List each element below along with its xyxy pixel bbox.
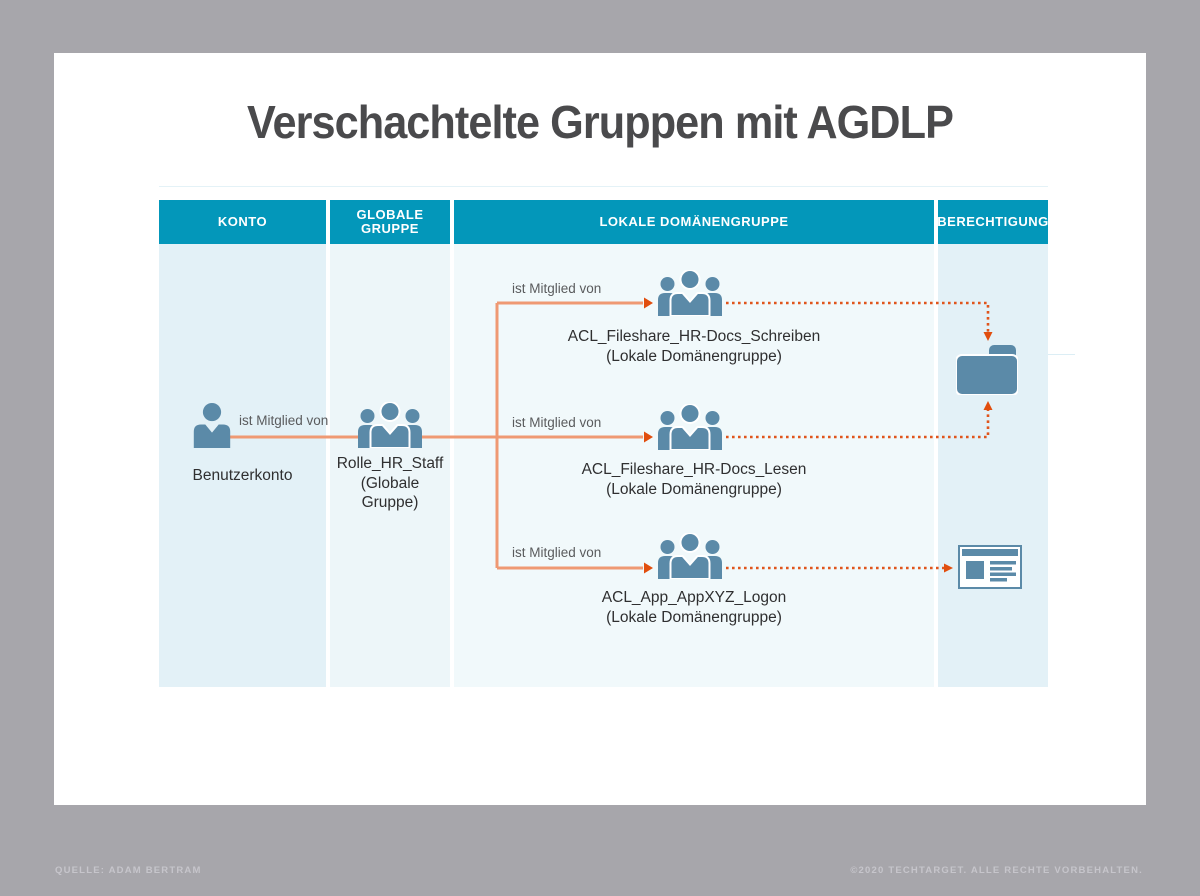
node-label-rolle: Rolle_HR_Staff (Globale Gruppe) — [330, 454, 450, 513]
page-title: Verschachtelte Gruppen mit AGDLP — [247, 96, 954, 148]
node-label-rolle-line2: (Globale — [360, 474, 420, 492]
node-label-rolle-line3: Gruppe) — [361, 494, 419, 511]
column-header-globale-gruppe: GLOBALE GRUPPE — [330, 200, 450, 244]
column-header-lokale-domaenengruppe: LOKALE DOMÄNENGRUPPE — [454, 200, 934, 244]
group-icon-rolle — [356, 402, 424, 448]
column-body-berechtigung — [938, 244, 1048, 687]
column-body-konto — [159, 244, 326, 687]
node-label-acl-lesen-type: (Lokale Domänengruppe) — [606, 480, 782, 498]
node-label-acl-app-name: ACL_App_AppXYZ_Logon — [601, 589, 787, 606]
edge-label-rolle-schreiben: ist Mitglied von — [512, 281, 602, 296]
node-label-acl-schreiben: ACL_Fileshare_HR-Docs_Schreiben (Lokale … — [454, 327, 934, 366]
footer-source: QUELLE: ADAM BERTRAM — [55, 865, 202, 876]
node-label-acl-lesen-name: ACL_Fileshare_HR-Docs_Lesen — [581, 461, 807, 478]
node-label-acl-lesen: ACL_Fileshare_HR-Docs_Lesen (Lokale Domä… — [454, 460, 934, 499]
column-body-globale-gruppe — [330, 244, 450, 687]
column-header-globale-gruppe-label: GLOBALE GRUPPE — [356, 207, 424, 236]
node-label-acl-schreiben-type: (Lokale Domänengruppe) — [606, 347, 782, 365]
node-label-acl-schreiben-name: ACL_Fileshare_HR-Docs_Schreiben — [567, 328, 821, 345]
node-label-rolle-line1: Rolle_HR_Staff — [336, 455, 444, 472]
node-label-acl-app-type: (Lokale Domänengruppe) — [606, 608, 782, 626]
edge-label-rolle-app: ist Mitglied von — [512, 545, 602, 560]
column-header-konto-label: KONTO — [217, 214, 268, 229]
group-icon-acl-app — [656, 533, 724, 579]
node-label-benutzerkonto: Benutzerkonto — [192, 467, 293, 484]
group-icon-acl-schreiben — [656, 270, 724, 316]
top-rule — [159, 186, 1048, 187]
column-header-konto: KONTO — [159, 200, 326, 244]
column-header-berechtigung: BERECHTIGUNG — [937, 200, 1049, 244]
folder-tick-line — [1048, 354, 1075, 355]
app-window-icon — [958, 545, 1022, 589]
folder-icon — [956, 345, 1018, 395]
column-header-berechtigung-label: BERECHTIGUNG — [937, 214, 1049, 229]
node-label-acl-app: ACL_App_AppXYZ_Logon (Lokale Domänengrup… — [454, 588, 934, 627]
edge-label-rolle-lesen: ist Mitglied von — [512, 415, 602, 430]
user-icon — [189, 402, 235, 448]
footer-copyright: ©2020 TECHTARGET. ALLE RECHTE VORBEHALTE… — [850, 865, 1143, 876]
edge-label-benutzer-rolle: ist Mitglied von — [239, 413, 329, 428]
group-icon-acl-lesen — [656, 404, 724, 450]
column-header-lokale-domaenengruppe-label: LOKALE DOMÄNENGRUPPE — [599, 214, 789, 229]
